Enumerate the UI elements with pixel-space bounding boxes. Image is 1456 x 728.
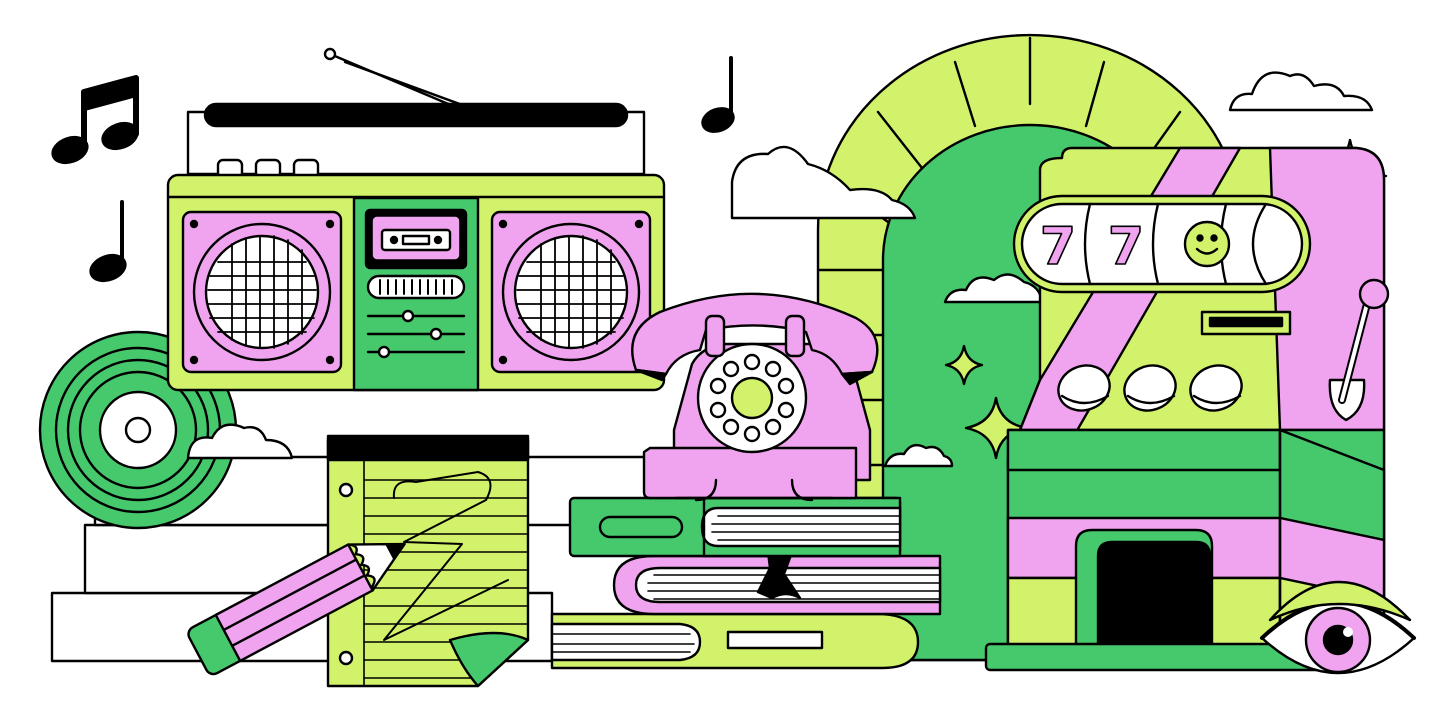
scribble <box>383 471 509 641</box>
cloud-icon <box>883 443 954 468</box>
reel-2: 7 <box>1108 217 1144 277</box>
rotary-telephone-icon <box>631 292 879 502</box>
boombox <box>166 47 666 392</box>
reel-1: 7 <box>1040 217 1076 277</box>
slot-machine <box>984 146 1390 672</box>
cloud-icon <box>1228 71 1374 112</box>
books-stack <box>550 496 942 670</box>
cassette-deck <box>352 196 480 392</box>
speaker-right <box>490 210 652 374</box>
speaker-left <box>181 210 343 374</box>
cassette-icon <box>380 228 452 252</box>
pencil-icon <box>187 542 406 676</box>
cloud-icon <box>730 145 917 220</box>
music-note-icon <box>51 75 139 165</box>
music-note-icon <box>701 56 735 133</box>
cloud-icon <box>186 423 294 460</box>
sparkle-icon <box>964 396 1028 460</box>
sparkle-icon <box>944 344 984 386</box>
notepad <box>326 434 530 688</box>
eye-icon <box>1260 580 1416 675</box>
slot-buttons <box>1057 364 1243 412</box>
slot-lever <box>1328 278 1390 422</box>
smiley-icon <box>1183 220 1231 268</box>
music-note-icon <box>89 200 127 283</box>
cloud-icon <box>943 273 1044 304</box>
